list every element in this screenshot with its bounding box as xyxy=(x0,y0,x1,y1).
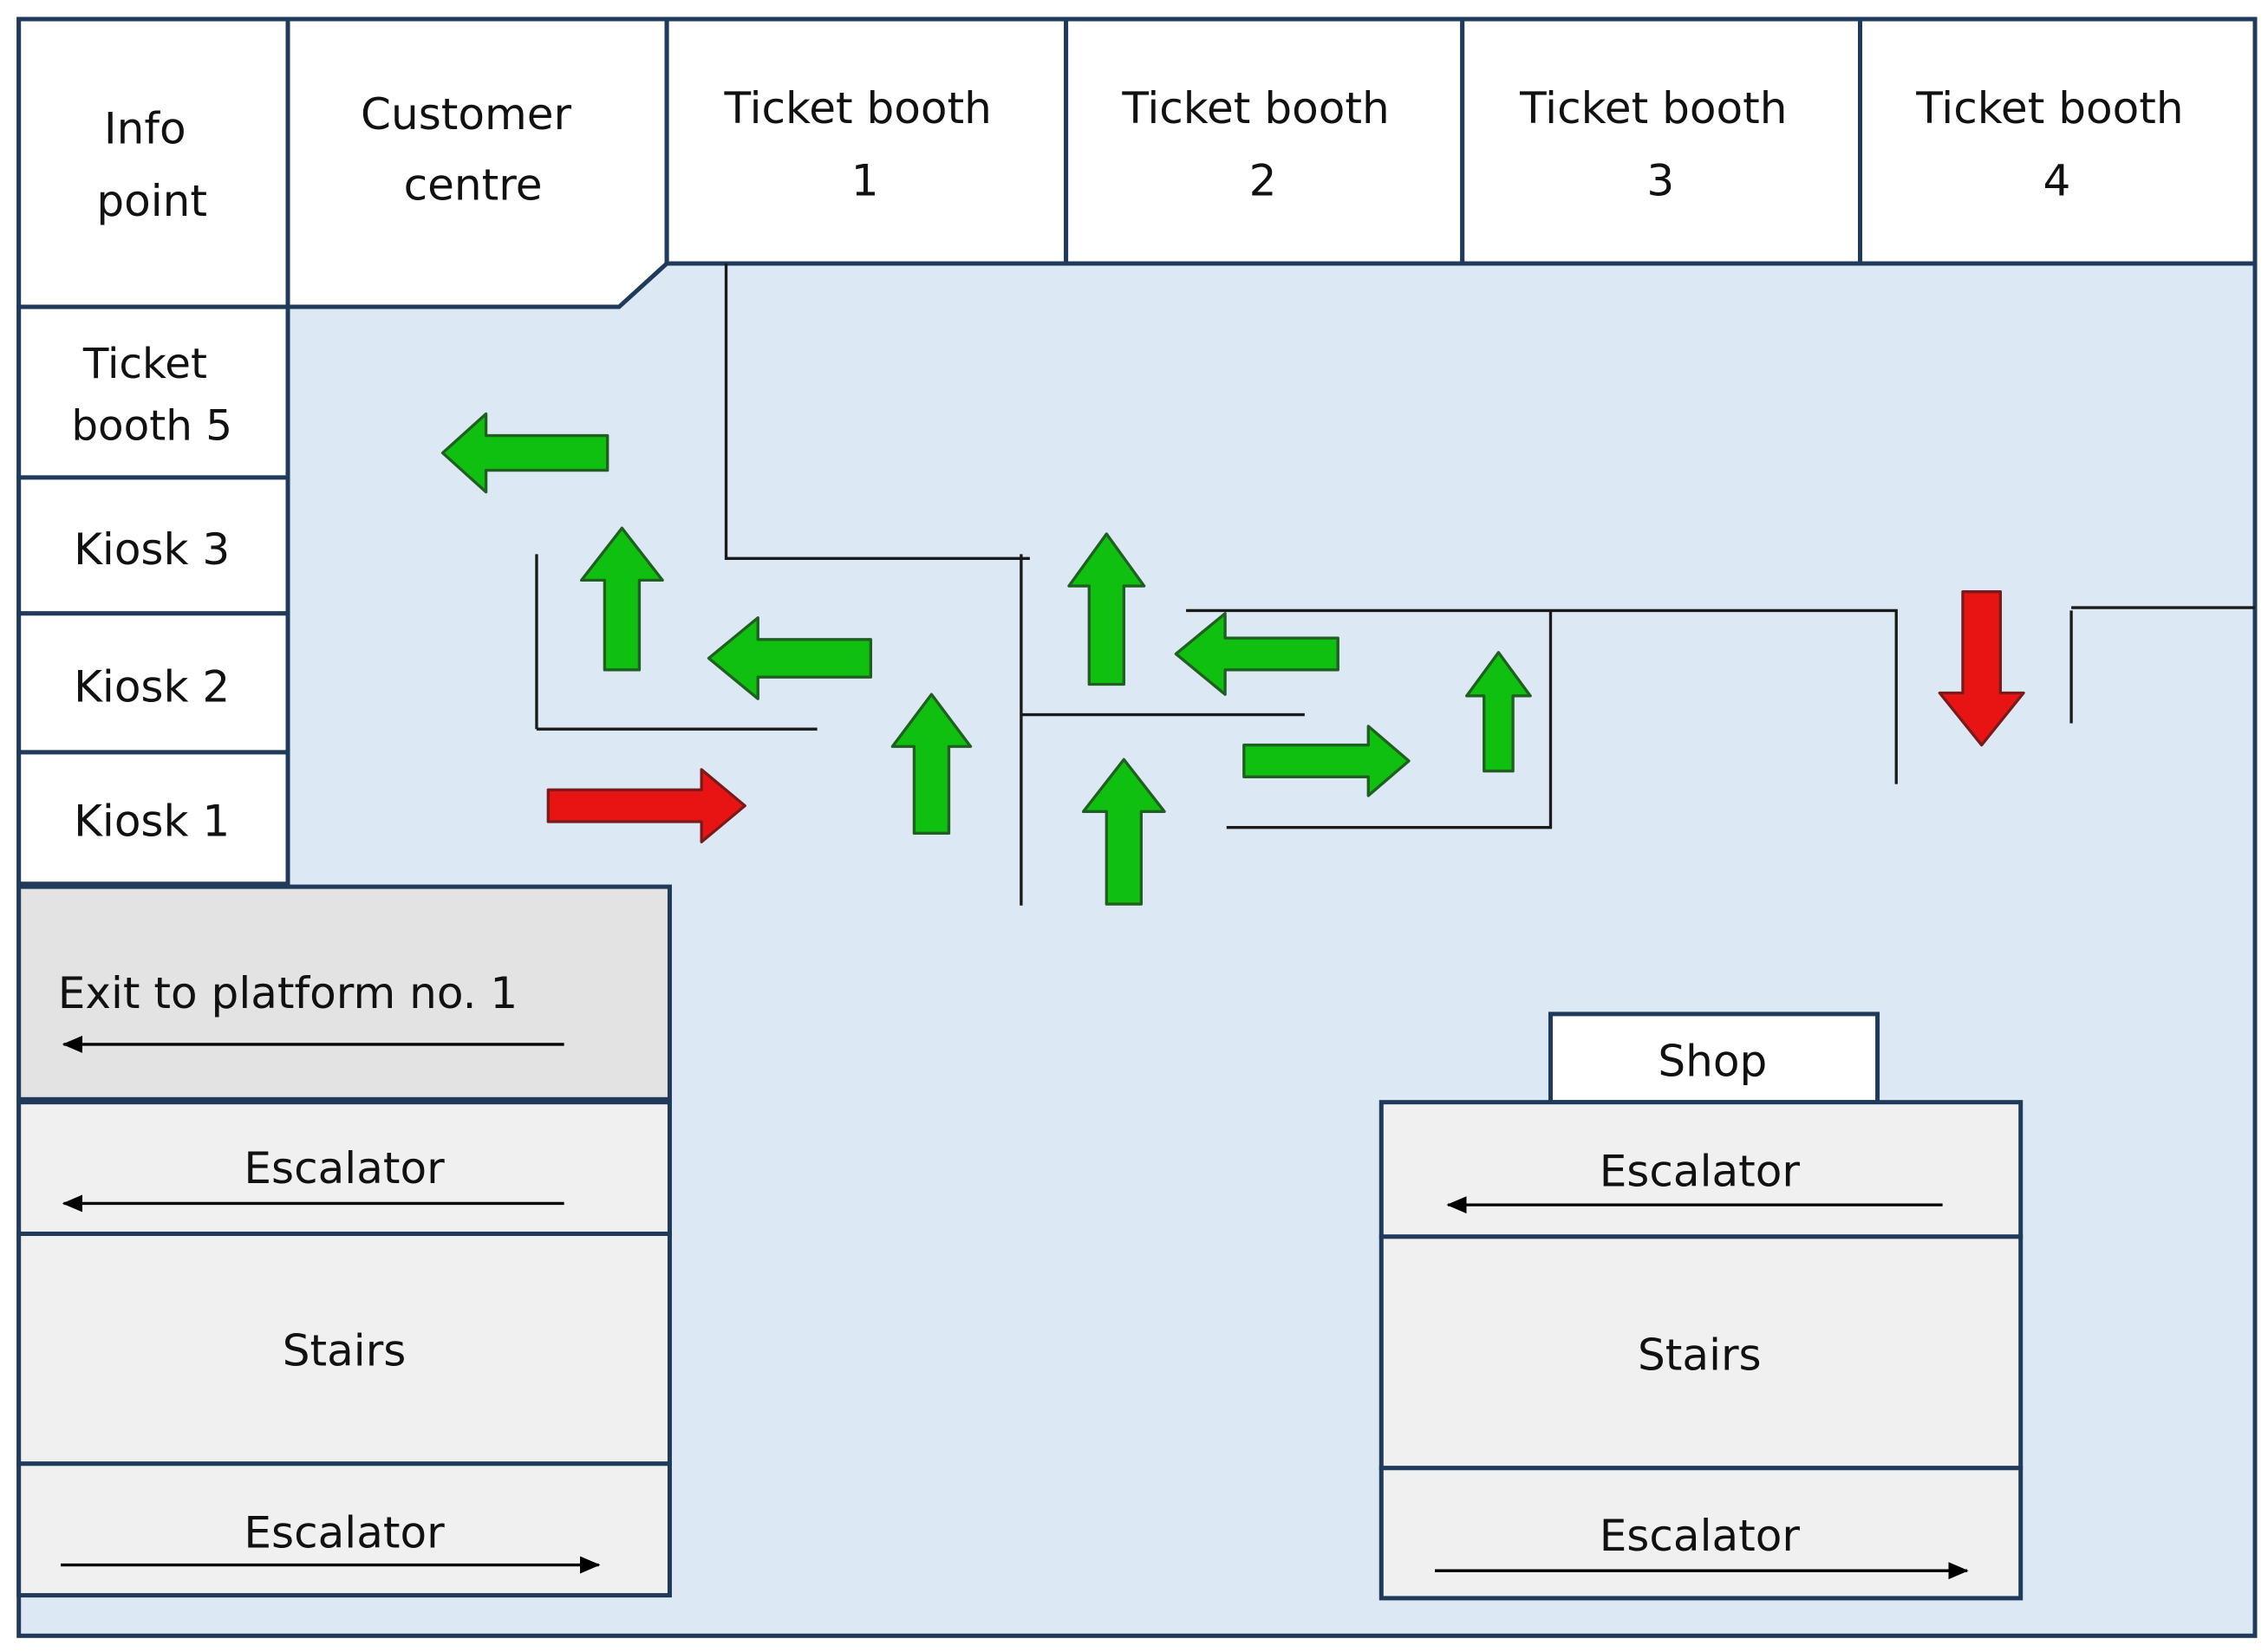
left-escalator-bottom[interactable] xyxy=(16,1461,672,1598)
ticket-booth-5-label: Ticket booth 5 xyxy=(71,340,232,451)
green-arrow-left-3 xyxy=(1174,612,1339,696)
barrier-line xyxy=(1226,610,1553,829)
info-point-label: Info point xyxy=(96,104,207,226)
kiosk-2-label: Kiosk 2 xyxy=(74,662,230,712)
red-arrow-right xyxy=(546,768,746,844)
flow-arrows xyxy=(440,412,2025,906)
left-escalator-bottom-label: Escalator xyxy=(244,1508,445,1558)
kiosk-1[interactable] xyxy=(16,750,290,887)
green-arrow-left-2 xyxy=(707,616,873,700)
info-point-box[interactable] xyxy=(16,16,290,309)
customer-centre-box[interactable] xyxy=(285,16,669,309)
barrier-line xyxy=(1186,608,1898,784)
ticket-booth-1-label: Ticket booth 1 xyxy=(724,83,1006,205)
red-arrow-down xyxy=(1938,590,2025,747)
green-arrow-right-1 xyxy=(1242,725,1411,797)
left-escalator-top[interactable] xyxy=(16,1100,672,1236)
green-arrow-up-3 xyxy=(1067,532,1146,686)
right-escalator-top[interactable] xyxy=(1378,1100,2024,1239)
kiosk-1-label: Kiosk 1 xyxy=(74,797,230,847)
exit-platform-label: Exit to platform no. 1 xyxy=(58,968,518,1018)
left-stairs-label: Stairs xyxy=(283,1325,407,1376)
kiosk-3-label: Kiosk 3 xyxy=(74,524,230,575)
ticket-booth-1[interactable] xyxy=(664,16,1069,266)
right-escalator-bottom-label: Escalator xyxy=(1600,1511,1801,1561)
ticket-booth-4[interactable] xyxy=(1858,16,2258,266)
green-arrow-left-1 xyxy=(440,412,609,494)
ticket-booth-3-label: Ticket booth 3 xyxy=(1519,83,1801,205)
kiosk-3[interactable] xyxy=(16,475,290,616)
ticket-booth-2[interactable] xyxy=(1064,16,1465,266)
shop-box[interactable] xyxy=(1548,1011,1880,1105)
green-arrow-up-5 xyxy=(1465,651,1532,773)
ticket-booth-2-label: Ticket booth 2 xyxy=(1121,83,1403,205)
customer-centre-label: Customer centre xyxy=(361,89,585,211)
ticket-booth-3[interactable] xyxy=(1460,16,1863,266)
ticket-booth-5[interactable] xyxy=(16,304,290,480)
ticket-booth-4-label: Ticket booth 4 xyxy=(1915,83,2197,205)
right-escalator-top-label: Escalator xyxy=(1600,1146,1801,1196)
barrier-line xyxy=(724,263,1030,561)
green-arrow-up-1 xyxy=(580,526,664,672)
green-arrow-up-4 xyxy=(1081,758,1166,906)
right-stairs-label: Stairs xyxy=(1638,1330,1762,1380)
green-arrow-up-2 xyxy=(890,693,973,836)
exit-platform-box[interactable] xyxy=(16,884,672,1102)
left-escalator-top-label: Escalator xyxy=(244,1143,445,1193)
right-escalator-bottom[interactable] xyxy=(1378,1466,2024,1601)
queue-barriers xyxy=(535,263,2255,906)
right-stairs[interactable] xyxy=(1378,1234,2024,1471)
shop-label: Shop xyxy=(1658,1037,1767,1087)
